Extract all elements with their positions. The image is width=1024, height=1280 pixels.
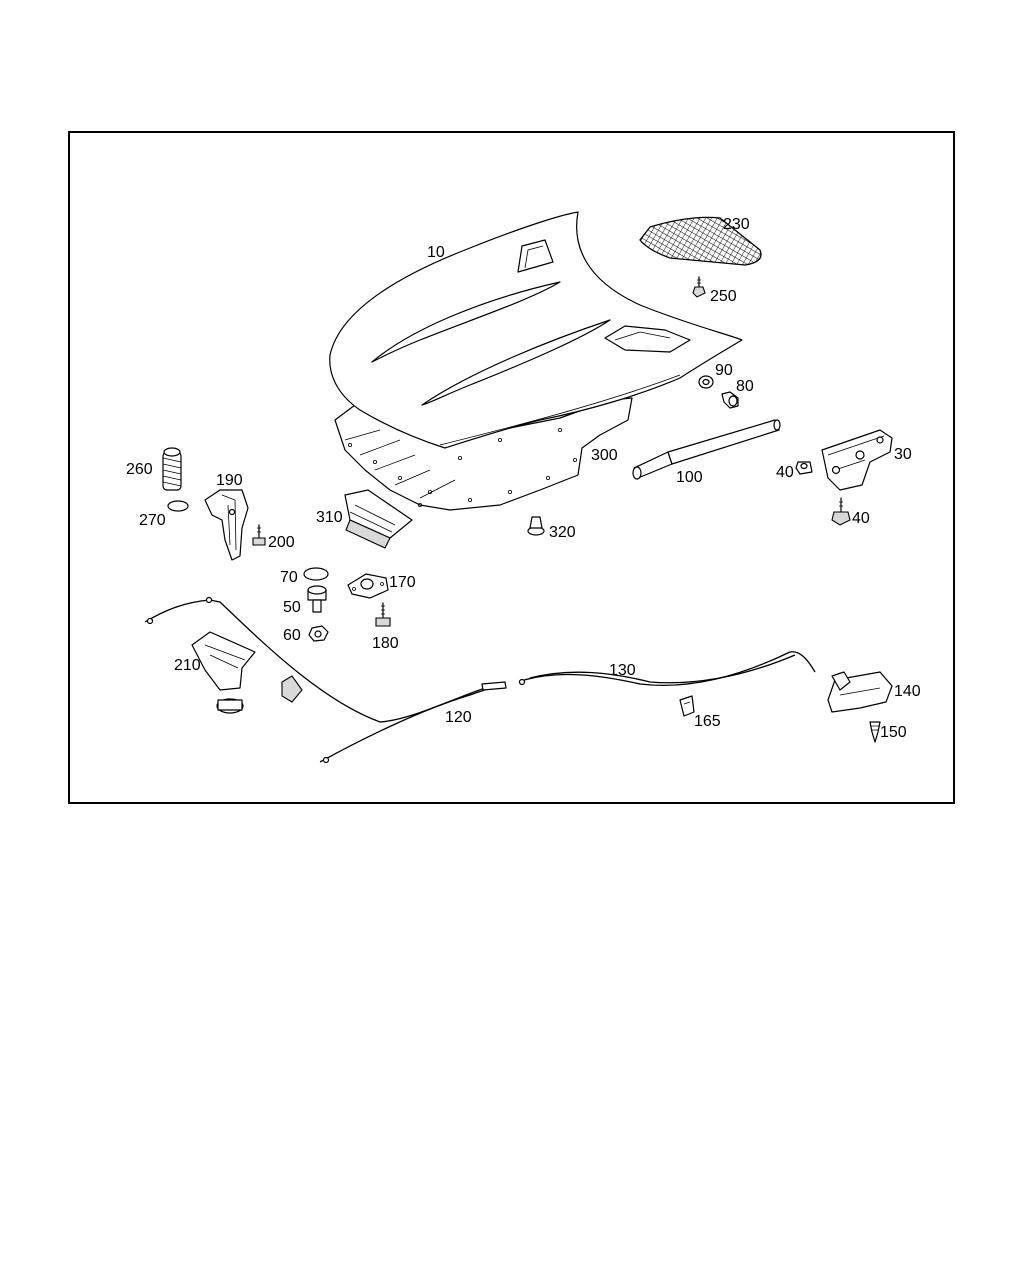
label-130: 130: [609, 662, 636, 679]
label-80: 80: [736, 378, 754, 395]
label-300: 300: [591, 447, 618, 464]
part-60-nut: [308, 625, 329, 642]
label-100: 100: [676, 469, 703, 486]
part-100-strut: [632, 419, 781, 480]
label-210: 210: [174, 657, 201, 674]
part-210-release-handle: [191, 631, 303, 714]
label-150: 150: [880, 724, 907, 741]
label-180: 180: [372, 635, 399, 652]
part-320-clip: [527, 516, 545, 536]
part-150-screw: [869, 721, 881, 743]
part-250-screw: [692, 276, 706, 298]
part-40-bolt-upper: [795, 461, 813, 475]
label-250: 250: [710, 288, 737, 305]
label-30: 30: [894, 446, 912, 463]
label-170: 170: [389, 574, 416, 591]
label-200: 200: [268, 534, 295, 551]
part-130-cable: [518, 651, 816, 687]
label-40-upper: 40: [776, 464, 794, 481]
label-140: 140: [894, 683, 921, 700]
part-30-hinge: [821, 429, 893, 491]
label-90: 90: [715, 362, 733, 379]
part-120-cable: [144, 596, 507, 764]
label-310: 310: [316, 509, 343, 526]
part-140-lock: [827, 671, 893, 713]
part-230-grille: [639, 216, 762, 266]
label-70: 70: [280, 569, 298, 586]
label-120: 120: [445, 709, 472, 726]
part-80-pin: [721, 391, 739, 409]
label-190: 190: [216, 472, 243, 489]
label-260: 260: [126, 461, 153, 478]
label-320: 320: [549, 524, 576, 541]
label-40-lower: 40: [852, 510, 870, 527]
label-230: 230: [723, 216, 750, 233]
part-170-lockplate: [347, 573, 389, 599]
part-165-clip: [679, 695, 695, 717]
label-165: 165: [694, 713, 721, 730]
part-270-oring: [167, 500, 189, 512]
part-70-oring: [303, 567, 329, 581]
label-60: 60: [283, 627, 301, 644]
part-200-screw: [252, 524, 266, 546]
label-50: 50: [283, 599, 301, 616]
part-40-bolt-lower: [831, 497, 851, 526]
part-190-bracket: [204, 489, 249, 561]
part-180-bolt: [375, 602, 391, 627]
part-10-hood: [329, 211, 743, 449]
part-50-buffer: [307, 585, 327, 613]
part-90-washer: [698, 375, 714, 389]
part-260-spring: [162, 447, 182, 491]
part-310-cover: [344, 489, 413, 549]
label-10: 10: [427, 244, 445, 261]
label-270: 270: [139, 512, 166, 529]
